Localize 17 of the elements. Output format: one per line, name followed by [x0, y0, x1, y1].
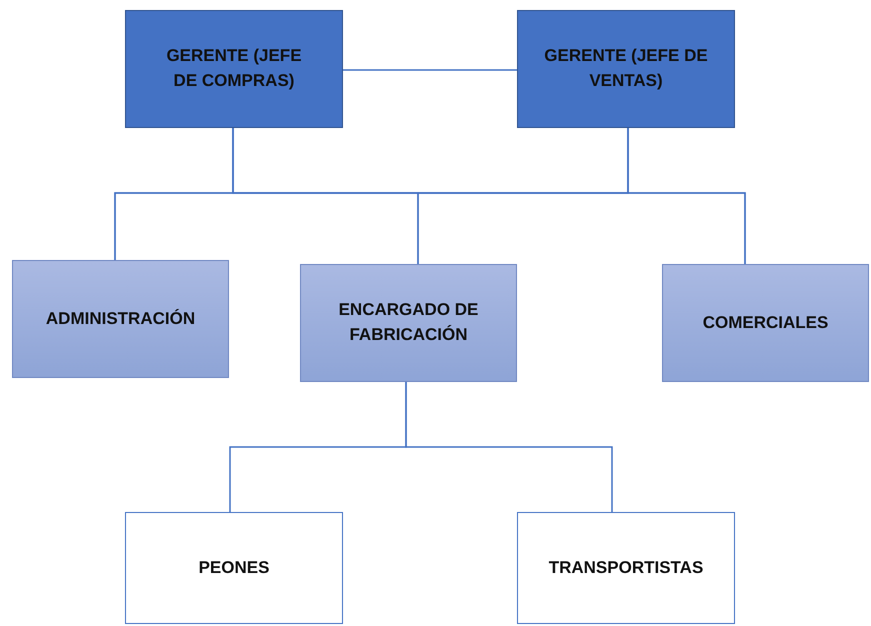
org-box — [300, 264, 517, 382]
connector-line — [627, 128, 746, 264]
role-label: ADMINISTRACIÓN — [46, 308, 196, 330]
org-box — [517, 512, 735, 624]
org-box — [125, 10, 343, 128]
connector-line — [405, 382, 613, 512]
connector-line — [343, 69, 517, 71]
role-label: PEONES — [198, 556, 270, 579]
role-label: COMERCIALES — [702, 312, 828, 334]
role-label: TRANSPORTISTAS — [548, 556, 704, 579]
org-box — [662, 264, 869, 382]
org-box — [125, 512, 343, 624]
role-label: ENCARGADO DE FABRICACIÓN — [338, 299, 480, 346]
role-label: GERENTE (JEFE DE COMPRAS) — [165, 45, 303, 92]
role-label: GERENTE (JEFE DE VENTAS) — [543, 45, 709, 92]
org-box — [12, 260, 229, 378]
org-box — [517, 10, 735, 128]
